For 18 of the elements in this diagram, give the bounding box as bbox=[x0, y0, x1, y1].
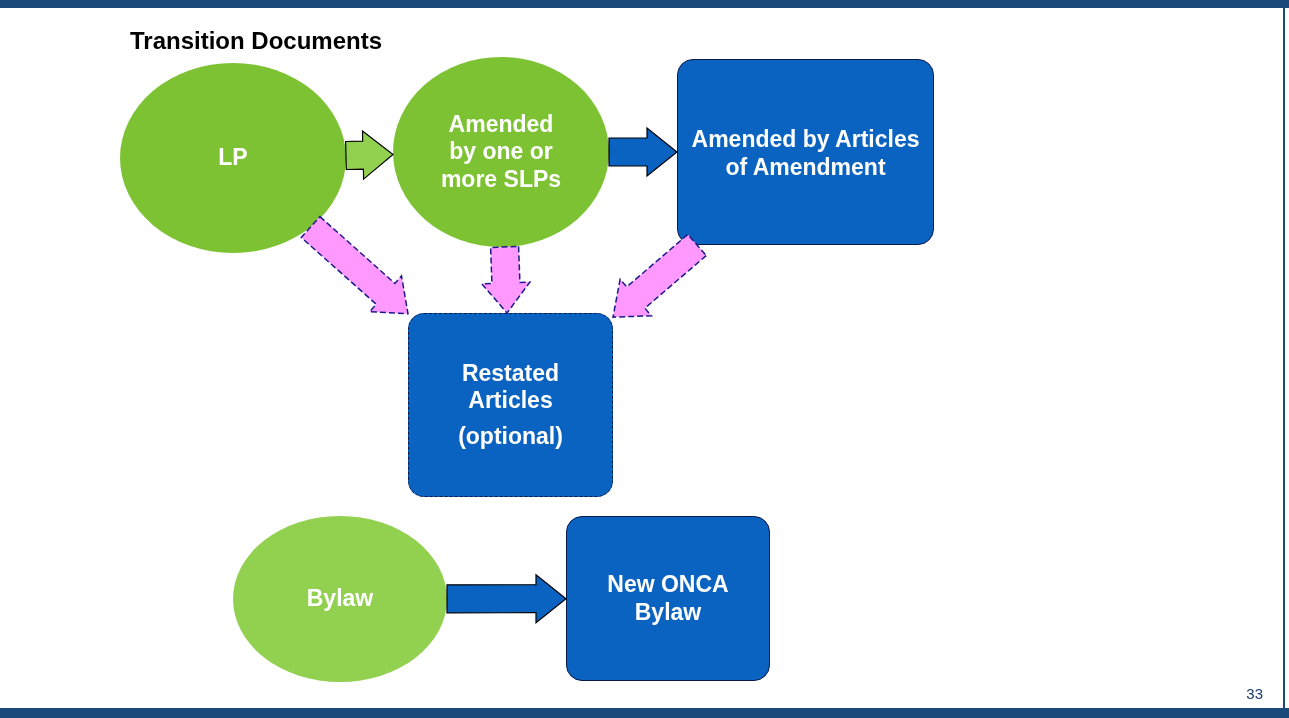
slide-title: Transition Documents bbox=[130, 27, 383, 55]
node-text: (optional) bbox=[458, 422, 563, 451]
rounded-box bbox=[677, 59, 934, 245]
rounded-box bbox=[566, 516, 770, 681]
node-text: Amended by one or more SLPs bbox=[439, 110, 563, 194]
node-text: Amended by Articles of Amendment bbox=[690, 126, 921, 182]
block-arrow bbox=[446, 573, 567, 624]
node-text: New ONCA Bylaw bbox=[606, 570, 730, 627]
node-text: Restated Articles bbox=[460, 359, 561, 415]
rounded-box bbox=[408, 313, 613, 497]
page-number: 33 bbox=[1246, 685, 1263, 702]
block-arrow bbox=[612, 233, 708, 318]
block-arrow bbox=[608, 126, 678, 178]
node-text: LP bbox=[218, 144, 248, 172]
node-text: Bylaw bbox=[306, 585, 374, 613]
block-arrow bbox=[345, 129, 394, 181]
block-arrow bbox=[300, 215, 409, 315]
block-arrow bbox=[480, 245, 532, 315]
